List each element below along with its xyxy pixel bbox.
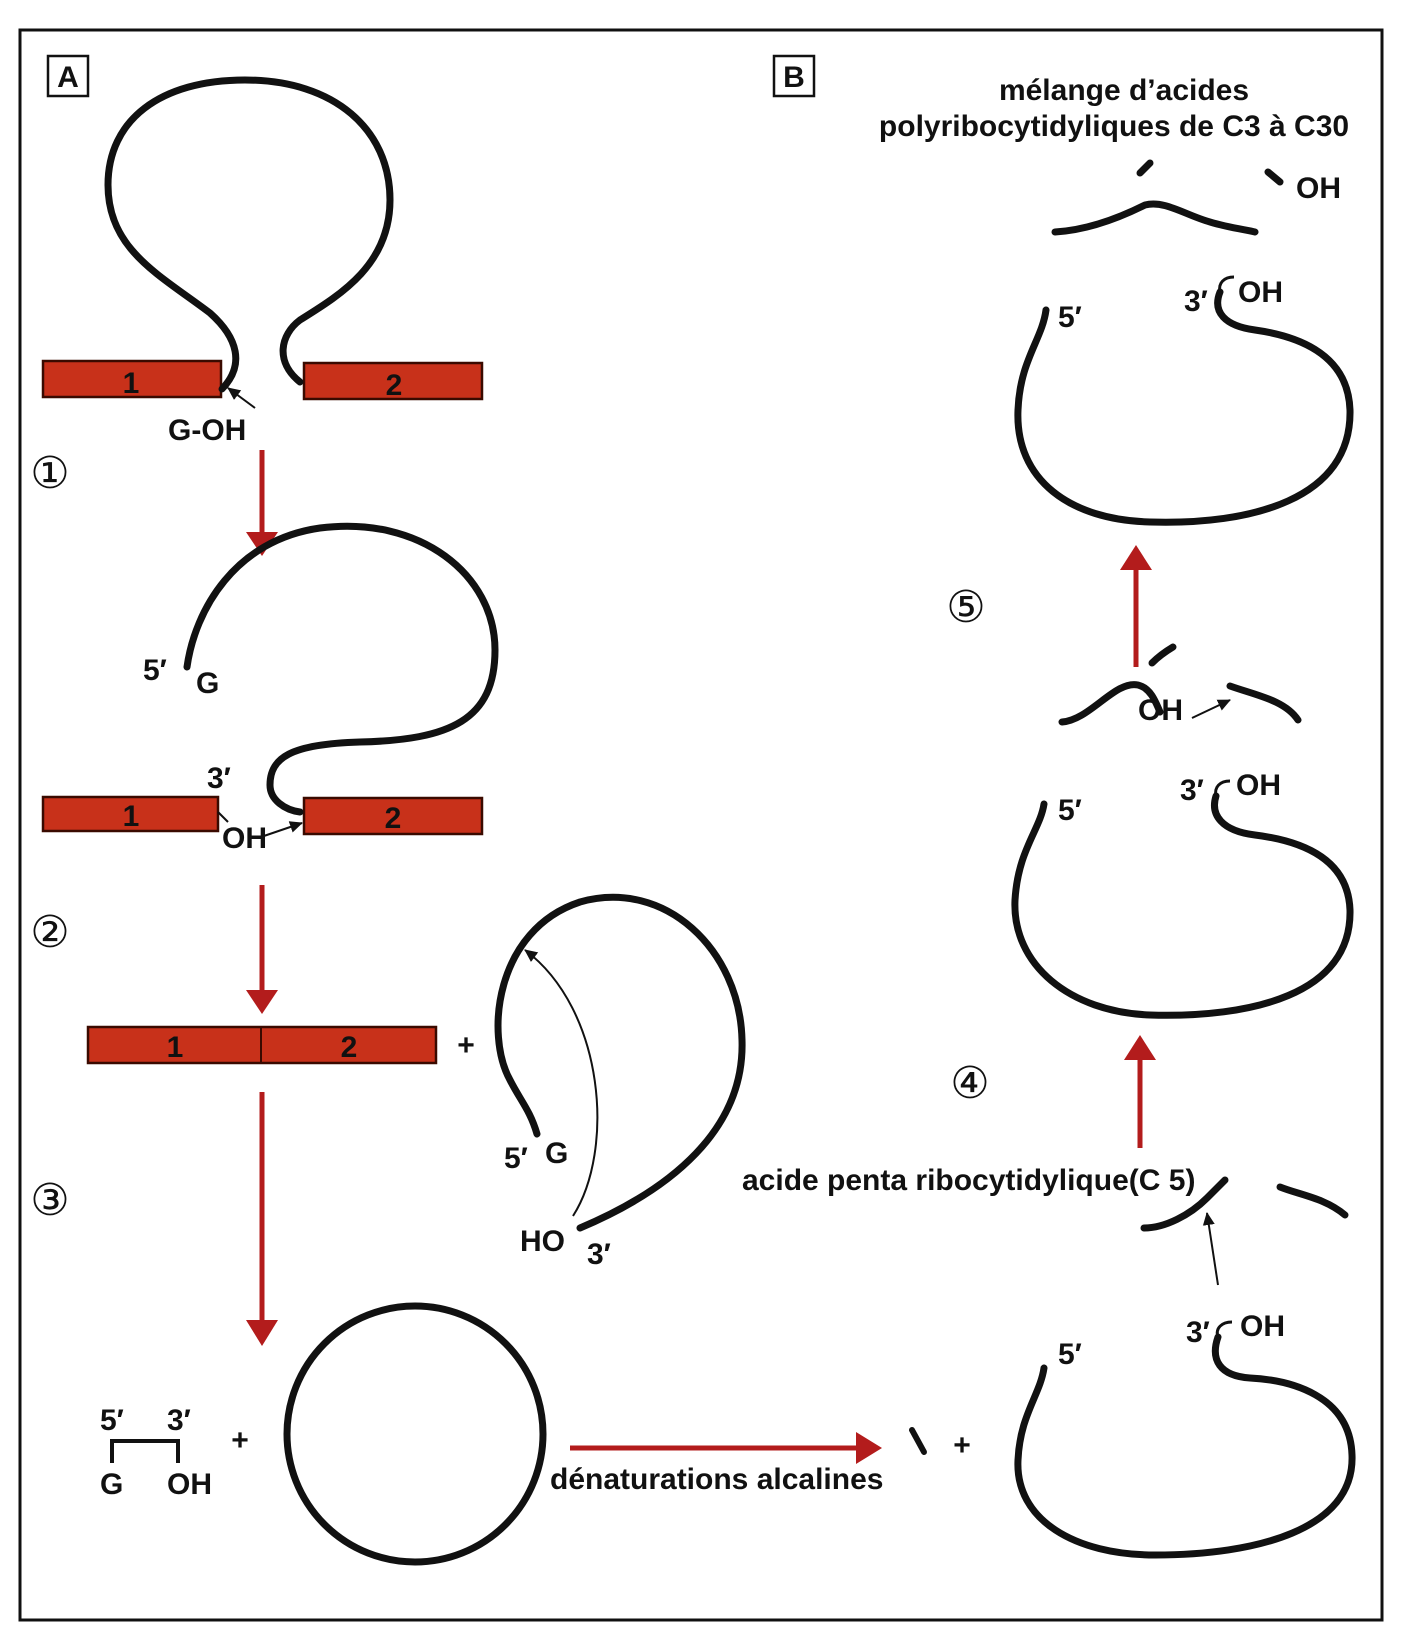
oh-label-top: OH	[1296, 172, 1341, 205]
step-1-number: ①	[30, 449, 69, 498]
exon-1-label-stage3: 1	[167, 1031, 184, 1064]
fragment-strand-left	[1058, 681, 1164, 726]
arrow-step-5-head	[1120, 545, 1152, 570]
mixture-label-line1: mélange d’acides	[999, 74, 1249, 107]
step-1-marker: ①	[30, 449, 69, 498]
step-3-marker: ③	[30, 1176, 69, 1225]
three-prime-label-b2: 3′	[1180, 774, 1204, 807]
three-prime-label-b1: 3′	[1186, 1316, 1210, 1349]
penta-strand-left	[1140, 1176, 1229, 1232]
five-prime-label-b2: 5′	[1058, 794, 1082, 827]
mixture-label-line2: polyribocytidyliques de C3 à C30	[879, 110, 1349, 143]
exon-1-label-stage1: 1	[123, 367, 140, 400]
mixture-strand	[1051, 200, 1259, 236]
oh-label-b1: OH	[1240, 1310, 1285, 1343]
cyclization-arrow	[524, 949, 599, 1217]
five-prime-label-b1: 5′	[1058, 1338, 1082, 1371]
arrow-step-4-head	[1124, 1035, 1156, 1060]
g-oh-label: G-OH	[168, 414, 246, 447]
fragment-tick	[1148, 643, 1177, 667]
three-prime-label-stage3: 3′	[587, 1238, 611, 1271]
plus-sign-stage3: +	[457, 1029, 475, 1062]
penta-attack-arrow	[1202, 1212, 1219, 1286]
oh-label-stage2: OH	[222, 822, 267, 855]
oh-label-fragment-mid: OH	[1138, 694, 1183, 727]
linear-intron	[494, 893, 746, 1232]
opened-circle-middle: 5′ 3′ OH	[1011, 769, 1354, 1019]
step-4-number: ④	[950, 1059, 989, 1108]
panel-b-label: B	[783, 61, 805, 94]
opened-circle-bottom: 5′ 3′ OH	[1014, 1310, 1356, 1559]
panel-a-label: A	[57, 61, 79, 94]
denaturation-label: dénaturations alcalines	[550, 1463, 883, 1496]
stage1-precursor: 1 2 G-OH	[41, 76, 484, 447]
opened-circle-3	[1014, 288, 1354, 526]
step-2-number: ②	[30, 908, 69, 957]
oh-hook-2	[1214, 779, 1231, 797]
stage4-circle: 5′ 3′ G OH +	[100, 1302, 547, 1566]
plus-sign-stage4: +	[231, 1424, 249, 1457]
arrow-step-3-head	[246, 1320, 278, 1346]
exon-2-stage1	[302, 361, 484, 401]
exon-2-label-stage2: 2	[385, 802, 402, 835]
oh-label-b2: OH	[1236, 769, 1281, 802]
attack-arrow-stage1	[227, 387, 256, 409]
penta-label: acide penta ribocytidylique(C 5)	[742, 1164, 1195, 1197]
three-prime-label-fragment: 3′	[167, 1404, 191, 1437]
denaturation-arrow-head	[856, 1432, 882, 1464]
exon-2-label-stage1: 2	[386, 369, 403, 402]
ho-label: HO	[520, 1225, 565, 1258]
stage3-products: 1 2 + 5′ G HO 3′	[86, 893, 746, 1271]
exon-1-stage1	[41, 359, 223, 399]
penta-strand-right	[1276, 1183, 1349, 1219]
panel-a-tag: A	[46, 54, 90, 98]
three-prime-label-stage2: 3′	[207, 762, 231, 795]
mixture-tick-right	[1264, 168, 1284, 186]
opened-circle-2	[1011, 792, 1354, 1019]
step-2-marker: ②	[30, 908, 69, 957]
oh-hook-3	[1218, 275, 1235, 293]
g-label-stage3: G	[545, 1137, 568, 1170]
five-prime-label-stage2: 5′	[143, 654, 167, 687]
g-label-fragment: G	[100, 1468, 123, 1501]
opened-circle-top: 5′ 3′ OH	[1014, 275, 1354, 526]
exon-2-stage2	[302, 796, 484, 836]
five-prime-label-fragment: 5′	[100, 1404, 124, 1437]
step-5-marker: ⑤	[946, 583, 985, 632]
fragment-strand-right	[1226, 682, 1302, 724]
g-fragment-bracket	[110, 1439, 180, 1463]
figure-frame	[18, 28, 1384, 1622]
panel-b-tag: B	[772, 54, 816, 98]
oh-hook-1	[1215, 1320, 1233, 1338]
attack-arrow-stage2	[257, 821, 303, 839]
step-3-number: ③	[30, 1176, 69, 1225]
stage2-intermediate: 1 2 5′ G 3′ OH	[41, 522, 499, 855]
arrow-step-1-head	[246, 532, 278, 556]
intron-stage2	[183, 522, 499, 816]
small-fragment	[909, 1427, 927, 1455]
plus-sign-b: +	[953, 1429, 971, 1462]
mixture-tick-left	[1136, 159, 1154, 177]
exon-1-label-stage2: 1	[123, 800, 140, 833]
three-prime-label-b3: 3′	[1184, 285, 1208, 318]
oh-label-fragment: OH	[167, 1468, 212, 1501]
step-5-number: ⑤	[946, 583, 985, 632]
circular-intron	[283, 1302, 547, 1566]
intron-loop-stage1	[104, 76, 394, 393]
five-prime-label-b3: 5′	[1058, 301, 1082, 334]
exon-2-label-stage3: 2	[341, 1031, 358, 1064]
fragment-attack-arrow	[1191, 699, 1231, 719]
g-label-stage2: G	[196, 667, 219, 700]
step-4-marker: ④	[950, 1059, 989, 1108]
oh-label-b3: OH	[1238, 276, 1283, 309]
oh-tick-stage2	[217, 811, 229, 823]
arrow-step-2-head	[246, 990, 278, 1014]
exon-1-stage2	[41, 795, 220, 833]
five-prime-label-stage3: 5′	[504, 1142, 528, 1175]
opened-circle-1	[1014, 1333, 1356, 1559]
